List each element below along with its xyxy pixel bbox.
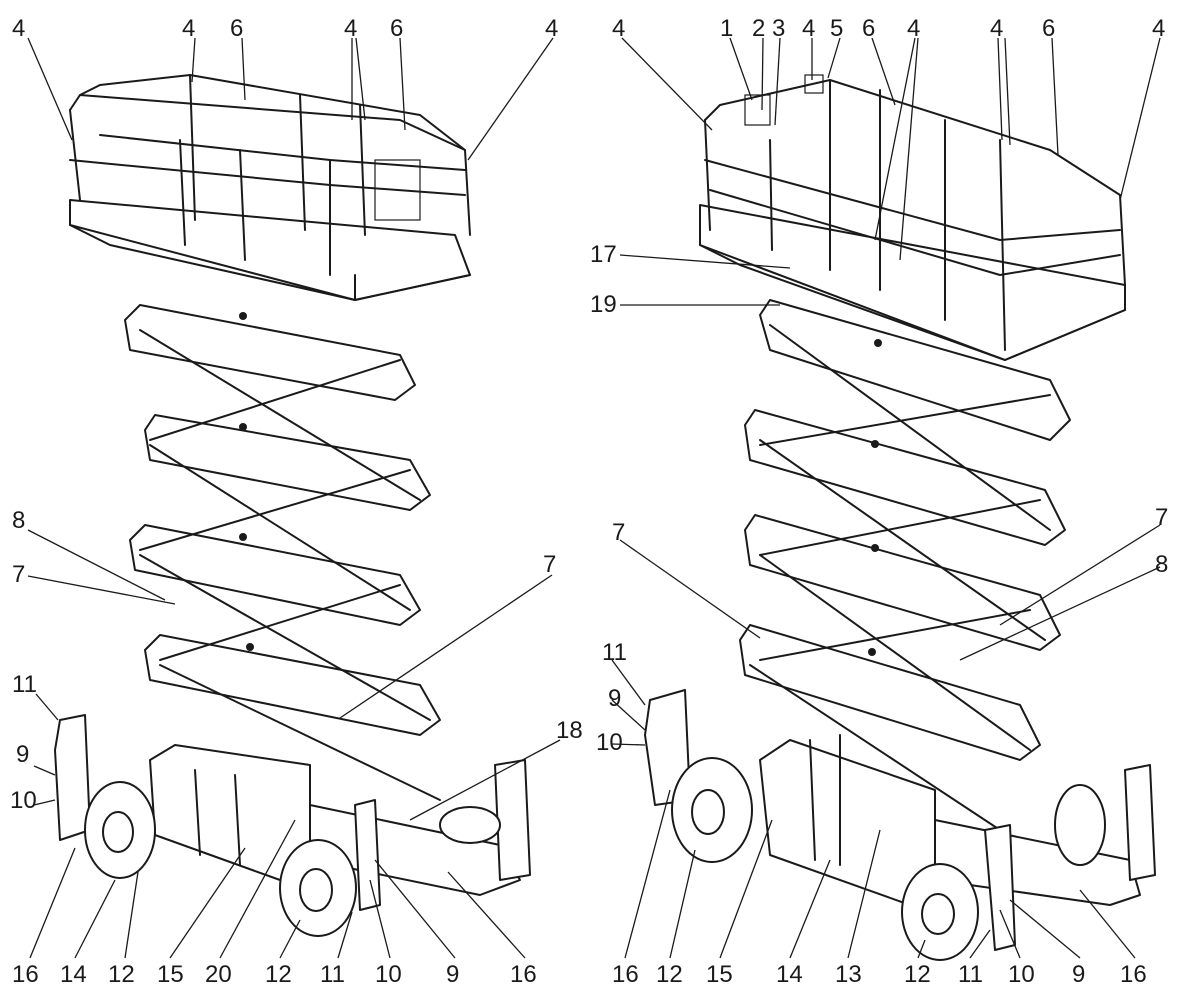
right-callout: 16 [612,961,639,988]
right-callout: 4 [990,15,1003,42]
right-callout: 10 [596,729,623,756]
left-callout: 11 [12,671,37,698]
right-callout: 1 [720,15,733,42]
left-scissor-arms [124,304,441,801]
right-callout: 13 [835,961,862,988]
right-callout: 4 [802,15,815,42]
left-wheels [84,781,501,937]
left-callout: 6 [230,15,243,42]
left-callout: 7 [12,561,25,588]
left-callout: 4 [12,15,25,42]
left-callout: 18 [556,717,583,744]
right-callout: 4 [612,15,625,42]
right-platform-guardrail [704,74,1126,351]
right-callout: 4 [907,15,920,42]
right-callout: 5 [830,15,843,42]
left-callouts: 4 4 6 4 6 4 8 7 7 18 11 9 10 16 14 12 15… [10,15,583,988]
left-view-illustration [54,74,531,937]
right-callout: 19 [590,291,617,318]
left-callout: 10 [10,787,37,814]
left-callout: 16 [12,961,39,988]
left-callout: 7 [543,551,556,578]
left-callout: 4 [344,15,357,42]
right-callout: 9 [608,685,621,712]
left-callout: 12 [265,961,292,988]
right-callout: 4 [1152,15,1165,42]
left-callout: 12 [108,961,135,988]
left-callout: 4 [182,15,195,42]
left-callout: 8 [12,507,25,534]
right-view-illustration [644,74,1156,961]
right-callout: 15 [706,961,733,988]
right-callout: 7 [612,519,625,546]
right-leader-lines [611,37,1161,959]
right-wheels [671,757,1106,961]
left-callout: 11 [320,961,345,988]
left-callout: 6 [390,15,403,42]
left-callout: 10 [375,961,402,988]
left-chassis [54,714,531,911]
right-callout: 12 [904,961,931,988]
left-callout: 20 [205,961,232,988]
left-callout: 16 [510,961,537,988]
right-callout: 6 [862,15,875,42]
right-callout: 14 [776,961,803,988]
right-callout: 10 [1008,961,1035,988]
right-callout: 3 [772,15,785,42]
right-callout: 9 [1072,961,1085,988]
left-callout: 9 [446,961,459,988]
right-scissor-arms [739,299,1071,831]
right-callout: 2 [752,15,765,42]
right-callouts: 4 1 2 3 4 5 6 4 4 6 4 17 19 7 7 8 11 9 1… [590,15,1168,988]
right-callout: 6 [1042,15,1055,42]
right-callout: 17 [590,241,617,268]
right-chassis [644,689,1156,951]
right-callout: 8 [1155,551,1168,578]
right-callout: 12 [656,961,683,988]
left-platform-guardrail [69,74,471,276]
left-callout: 9 [16,741,29,768]
right-callout: 11 [958,961,983,988]
left-leader-lines [27,37,561,959]
left-callout: 14 [60,961,87,988]
left-callout: 4 [545,15,558,42]
right-callout: 11 [602,639,627,666]
right-callout: 16 [1120,961,1147,988]
right-callout: 7 [1155,504,1168,531]
left-callout: 15 [157,961,184,988]
